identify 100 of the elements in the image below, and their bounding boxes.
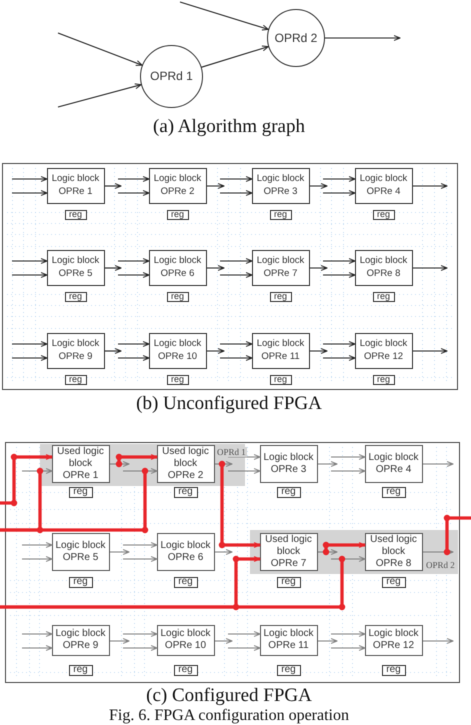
register-block — [166, 374, 188, 384]
logic-block — [148, 332, 206, 368]
arrow — [220, 355, 252, 361]
arrow — [423, 461, 454, 467]
edge-label: OPRd 1 — [216, 447, 247, 457]
arrow — [220, 190, 252, 196]
circle-label: OPRd 1 — [150, 70, 193, 83]
arrow — [446, 549, 454, 555]
arrow — [323, 190, 356, 196]
register-label: reg — [68, 375, 82, 384]
logic-block — [364, 444, 422, 482]
register-label: reg — [376, 210, 390, 219]
register-block — [64, 374, 86, 384]
register-label: reg — [376, 375, 390, 384]
routing-wire — [0, 454, 52, 506]
register-block — [174, 576, 198, 588]
arrow — [413, 348, 448, 354]
register-label: reg — [386, 665, 401, 675]
wire-segment — [318, 551, 326, 553]
arrow — [220, 176, 252, 182]
panel-caption: (b) Unconfigured FPGA — [136, 394, 322, 414]
register-label: reg — [281, 665, 296, 675]
arrow — [325, 35, 400, 41]
register-block — [372, 374, 394, 384]
arrow — [331, 631, 366, 637]
block-label: Logic block OPRe 7 — [256, 255, 306, 280]
register-block — [372, 292, 394, 302]
arrow — [228, 645, 260, 651]
wire-segment — [110, 463, 119, 465]
arrow — [123, 556, 158, 562]
arrow — [119, 461, 130, 467]
arrow — [22, 542, 52, 548]
logic-block — [46, 250, 104, 286]
arrow — [215, 638, 232, 644]
block-label: Logic block OPRe 5 — [54, 540, 106, 564]
register-block — [270, 292, 292, 302]
logic-block — [148, 250, 206, 286]
register-label: reg — [274, 375, 287, 384]
arrow — [12, 176, 48, 182]
register-block — [166, 210, 188, 220]
arrow — [40, 468, 52, 474]
block-label: Logic block OPRe 1 — [50, 173, 100, 198]
logic-block — [148, 168, 206, 204]
logic-block — [156, 532, 214, 570]
register-label: reg — [73, 665, 88, 675]
arrow — [118, 258, 150, 264]
arrow — [207, 348, 224, 354]
arrow — [22, 631, 52, 637]
register-block — [174, 486, 198, 498]
register-block — [174, 664, 198, 676]
arrow — [310, 265, 328, 271]
arrow — [220, 258, 252, 264]
register-label: reg — [170, 210, 184, 219]
register-block — [372, 210, 394, 220]
arrow — [123, 645, 158, 651]
register-label: reg — [281, 577, 296, 587]
arrow — [201, 46, 269, 68]
arrow — [318, 461, 338, 467]
register-label: reg — [73, 487, 88, 497]
arrow — [118, 355, 150, 361]
arrow — [323, 258, 356, 264]
block-label: Logic block OPRe 11 — [256, 338, 306, 363]
arrow — [413, 265, 448, 271]
logic-block — [46, 332, 104, 368]
arrow — [323, 355, 356, 361]
block-label: Logic block OPRe 11 — [262, 628, 314, 652]
block-label: Used logic block OPRe 1 — [56, 446, 105, 482]
arrow — [12, 341, 48, 347]
register-label: reg — [170, 292, 184, 301]
logic-block — [46, 168, 104, 204]
routing-wire — [444, 514, 471, 556]
arrow — [331, 645, 366, 651]
figure-caption: Fig. 6. FPGA configuration operation — [109, 707, 349, 724]
wire-segment — [22, 470, 40, 472]
register-label: reg — [274, 292, 287, 301]
arrow — [318, 638, 338, 644]
register-block — [68, 486, 92, 498]
circle-label: OPRd 2 — [274, 32, 318, 44]
arrow — [12, 355, 48, 361]
wire-segment — [331, 558, 342, 560]
arrow — [22, 645, 52, 651]
register-block — [68, 664, 92, 676]
block-label: Logic block OPRe 5 — [50, 255, 100, 280]
arrow — [207, 183, 224, 189]
arrow — [105, 183, 122, 189]
register-block — [64, 210, 86, 220]
register-label: reg — [386, 487, 401, 497]
arrow — [58, 83, 142, 108]
used-region-band — [40, 444, 244, 486]
register-label: reg — [376, 292, 390, 301]
arrow — [323, 341, 356, 347]
register-block — [382, 664, 406, 676]
arrow — [228, 468, 260, 474]
arrow — [323, 272, 356, 278]
arrow — [105, 265, 122, 271]
arrow — [220, 272, 252, 278]
panel-caption: (a) Algorithm graph — [153, 117, 305, 137]
arrow — [118, 176, 150, 182]
register-block — [276, 576, 300, 588]
arrow — [326, 549, 338, 555]
